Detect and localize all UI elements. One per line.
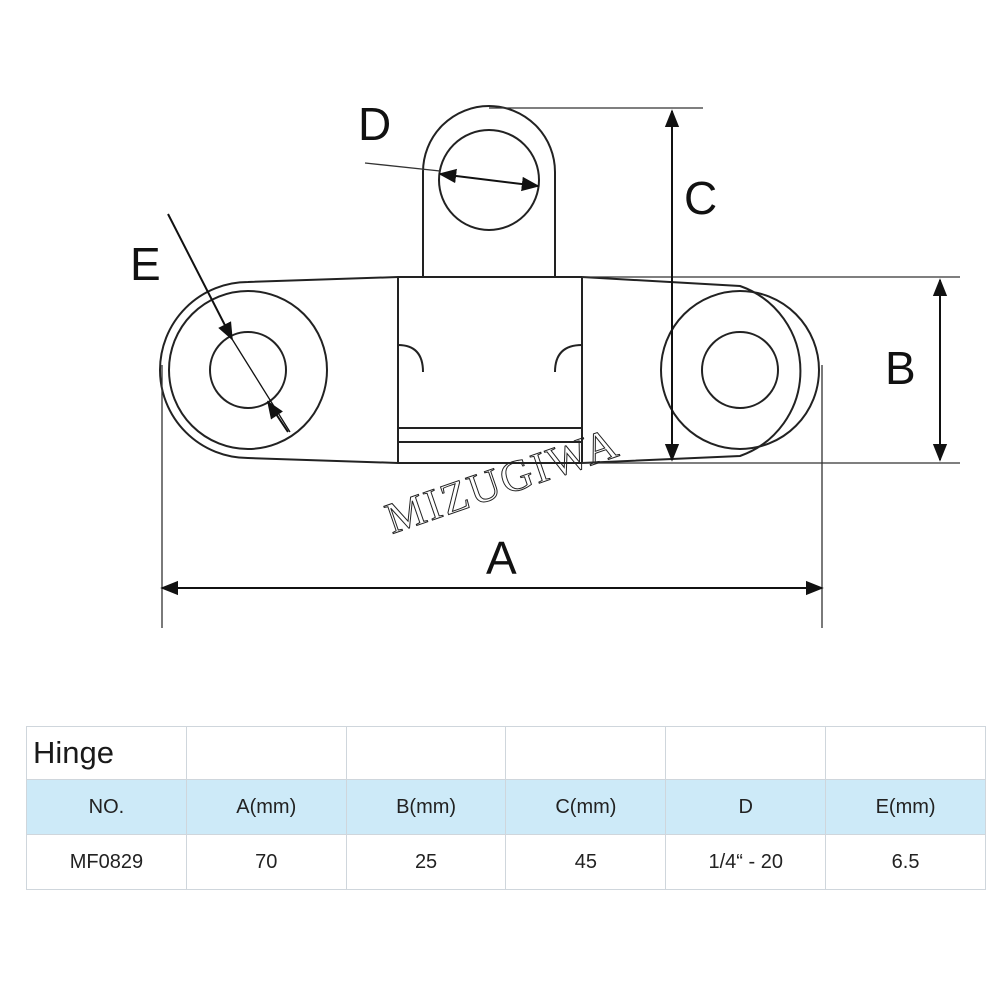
header-a: A(mm) [185, 779, 347, 835]
cell-e: 6.5 [825, 834, 986, 890]
header-d: D [665, 779, 827, 835]
hinge-outline [159, 105, 802, 464]
cell-b: 25 [345, 834, 507, 890]
empty-cell [665, 726, 827, 780]
right-mount-hole [660, 290, 820, 450]
label-b: B [885, 342, 916, 394]
extension-lines [161, 107, 960, 628]
table-title: Hinge [26, 726, 187, 780]
hinge-dimension-drawing: A B C D E MIZUGIWA [130, 98, 960, 628]
empty-cell [345, 726, 507, 780]
left-mount-hole [168, 290, 328, 450]
dimension-e-line [167, 213, 233, 341]
table-title-row: Hinge [26, 726, 986, 780]
empty-cell [825, 726, 986, 780]
header-b: B(mm) [345, 779, 507, 835]
dimension-d-line [438, 168, 540, 192]
header-c: C(mm) [505, 779, 667, 835]
label-e: E [130, 238, 161, 290]
cell-a: 70 [185, 834, 347, 890]
spec-table: Hinge NO. A(mm) B(mm) C(mm) D E(mm) MF08… [26, 726, 986, 890]
table-header-row: NO. A(mm) B(mm) C(mm) D E(mm) [26, 779, 986, 835]
label-c: C [684, 172, 717, 224]
cell-c: 45 [505, 834, 667, 890]
header-no: NO. [26, 779, 187, 835]
table-row: MF0829 70 25 45 1/4“ - 20 6.5 [26, 834, 986, 890]
cell-no: MF0829 [26, 834, 187, 890]
label-a: A [486, 532, 517, 584]
dimension-e-arrow-lower [267, 400, 289, 433]
header-e: E(mm) [825, 779, 986, 835]
label-d: D [358, 98, 391, 150]
empty-cell [505, 726, 667, 780]
cell-d: 1/4“ - 20 [665, 834, 827, 890]
empty-cell [185, 726, 347, 780]
watermark: MIZUGIWA [379, 418, 625, 544]
